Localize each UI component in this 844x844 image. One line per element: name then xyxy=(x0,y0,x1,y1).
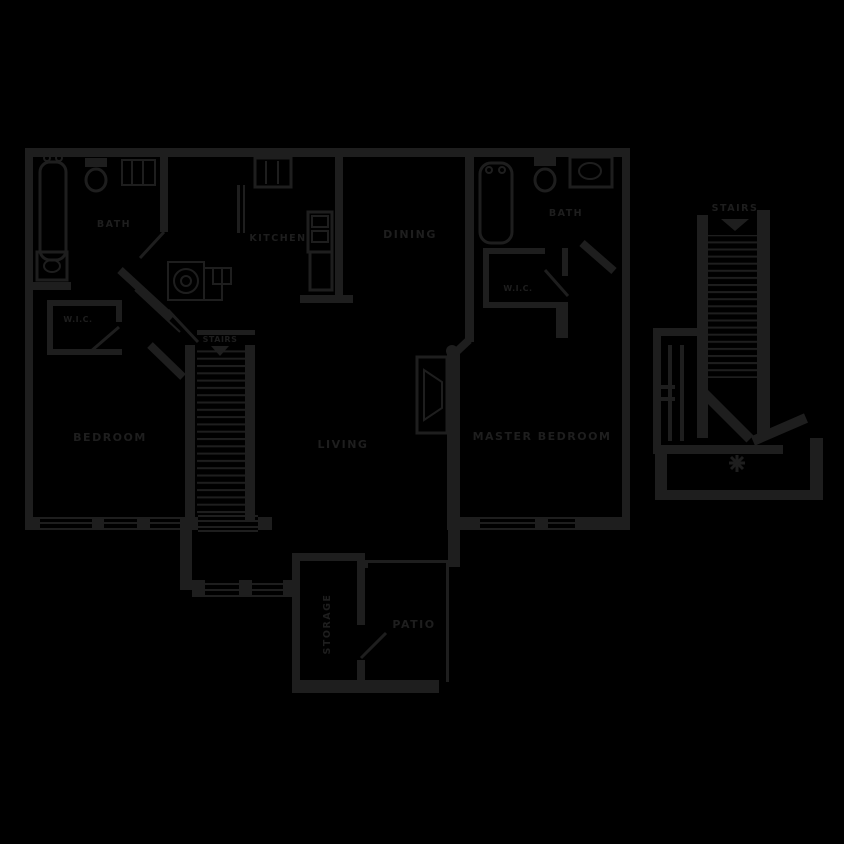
toilet-icon xyxy=(533,157,557,193)
stair-rail xyxy=(185,345,195,520)
label-patio: PATIO xyxy=(392,618,435,631)
kitchen-wall xyxy=(300,295,353,303)
wic-right: W.I.C. xyxy=(483,248,570,338)
window xyxy=(40,517,92,530)
down-arrow-icon xyxy=(211,346,229,356)
bathtub-icon xyxy=(478,161,514,245)
vanity-icon xyxy=(568,155,614,189)
label-dining: DINING xyxy=(383,228,437,241)
walkway-wall xyxy=(180,528,192,590)
window-nook xyxy=(253,156,293,189)
label-kitchen: KITCHEN xyxy=(249,233,306,244)
wic-left: W.I.C. xyxy=(47,300,122,355)
refrigerator-icon xyxy=(308,250,334,292)
closet-icon xyxy=(121,159,156,186)
window xyxy=(548,517,575,530)
hallway xyxy=(117,261,223,380)
door-swing xyxy=(359,631,388,660)
label-living: LIVING xyxy=(318,438,369,451)
label-master-bedroom: MASTER BEDROOM xyxy=(473,430,612,443)
window xyxy=(150,517,180,530)
kitchen: KITCHEN xyxy=(212,150,353,303)
outer-walls xyxy=(25,148,630,532)
bath-left: BATH xyxy=(33,154,168,290)
door-swing xyxy=(89,325,120,354)
patio: PATIO xyxy=(292,520,460,693)
stair-rail xyxy=(757,210,770,438)
sink-icon xyxy=(35,250,69,282)
stair-rail xyxy=(697,215,708,438)
door-swing xyxy=(166,308,200,344)
label-stairs-interior: STAIRS xyxy=(203,335,238,344)
counter xyxy=(243,185,245,233)
bath-right: BATH xyxy=(478,155,617,275)
wall-diagonal xyxy=(579,239,617,275)
dining-wall xyxy=(465,157,474,342)
window xyxy=(104,517,137,530)
kitchen-wall xyxy=(335,150,343,303)
entry-stairs: STAIRS xyxy=(653,203,823,500)
door-swing xyxy=(543,269,570,297)
washer-icon xyxy=(167,261,205,301)
label-stairs-entry: STAIRS xyxy=(712,203,759,214)
counter xyxy=(237,185,240,233)
fireplace-icon xyxy=(415,355,449,435)
porch xyxy=(653,438,823,500)
hall-wall xyxy=(147,342,186,380)
hall-wall xyxy=(117,267,175,321)
label-bath-left: BATH xyxy=(97,219,131,230)
wall-cap xyxy=(446,345,458,357)
storage-room: STORAGE xyxy=(292,553,388,693)
stairs-interior: STAIRS xyxy=(185,330,255,520)
label-wic-right: W.I.C. xyxy=(503,284,532,293)
stair-treads xyxy=(708,235,757,378)
toilet-icon xyxy=(84,158,108,193)
down-arrow-icon xyxy=(721,219,749,231)
living-master-divider xyxy=(415,345,460,530)
stair-rail xyxy=(245,345,255,520)
stair-annex xyxy=(653,328,697,452)
label-bedroom: BEDROOM xyxy=(73,431,147,444)
label-wic-left: W.I.C. xyxy=(63,315,92,324)
starburst-icon xyxy=(729,455,745,472)
stair-treads xyxy=(197,350,245,516)
label-storage: STORAGE xyxy=(322,594,333,655)
stair-arrow xyxy=(699,388,808,446)
window xyxy=(480,517,535,530)
dishwasher-icon xyxy=(212,267,232,285)
label-bath-right: BATH xyxy=(549,208,583,219)
door-swing xyxy=(138,230,166,260)
